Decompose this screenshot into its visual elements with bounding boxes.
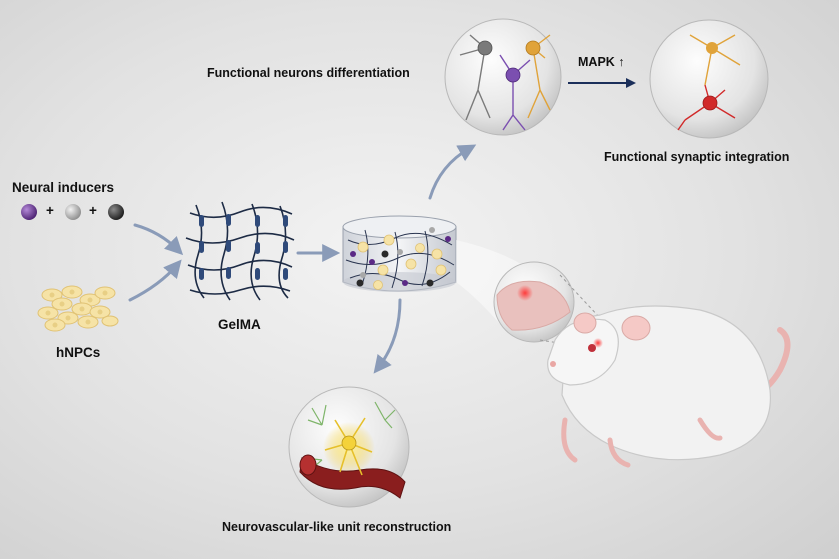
plus-sign-2: + (89, 203, 97, 218)
rat-illustration (547, 305, 791, 468)
neurons-bubble (444, 18, 562, 136)
arrow-scaffold-to-neurons (428, 144, 477, 200)
mapk-text: MAPK (578, 55, 615, 69)
inducer-grey-sphere (65, 204, 81, 220)
functional-neurons-label: Functional neurons differentiation (207, 66, 410, 80)
synaptic-bubble (649, 19, 769, 139)
neurovascular-bubble (288, 386, 410, 508)
inducer-purple-sphere (21, 204, 37, 220)
brain-projection (456, 240, 601, 349)
inducer-spheres (21, 204, 124, 220)
hnpcs-label: hNPCs (56, 345, 101, 360)
arrow-hnpcs-to-gelma (128, 259, 182, 302)
inducer-black-sphere (108, 204, 124, 220)
arrow-inducers-to-gelma (133, 223, 184, 256)
mapk-up-arrow: ↑ (618, 55, 625, 69)
neural-inducers-label: Neural inducers (12, 180, 115, 195)
hnpc-nuclei (45, 289, 108, 328)
neurovascular-label: Neurovascular-like unit reconstruction (222, 520, 452, 534)
plus-sign-1: + (46, 203, 54, 218)
mapk-label: MAPK ↑ (578, 55, 625, 69)
scaffold-cylinder (342, 215, 457, 292)
flow-arrows (128, 144, 477, 374)
arrow-scaffold-to-neurovascular (373, 298, 402, 374)
functional-synaptic-label: Functional synaptic integration (604, 150, 790, 164)
gelma-crosslinks (199, 214, 288, 280)
gelma-label: GelMA (218, 317, 261, 332)
